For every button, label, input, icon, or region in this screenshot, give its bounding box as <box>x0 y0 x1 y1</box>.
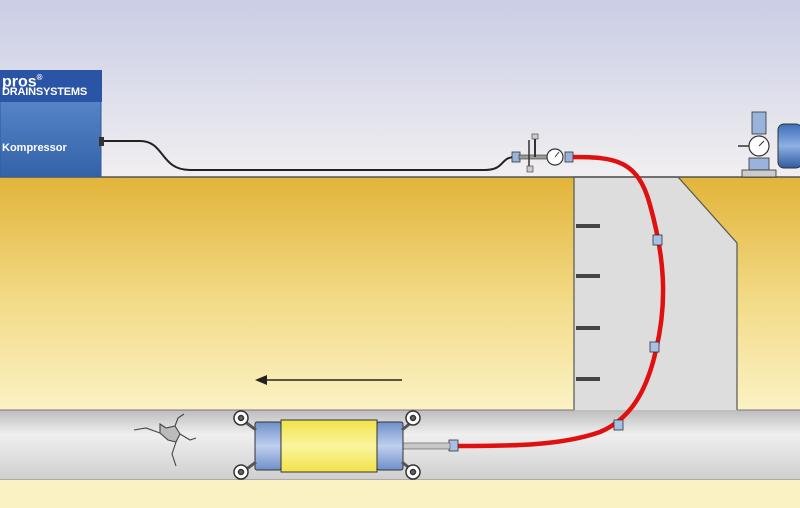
brand-name: pros® <box>2 70 43 90</box>
hose-coupling <box>448 439 459 452</box>
manhole-steps <box>576 224 600 381</box>
right-unit-base <box>748 157 770 171</box>
registered-mark: ® <box>36 73 43 82</box>
sky <box>0 0 800 177</box>
air-hose <box>100 140 516 171</box>
right-control-unit <box>738 111 800 178</box>
right-unit-post <box>751 111 767 135</box>
compressor-unit <box>0 100 102 178</box>
hose-coupling <box>652 234 663 246</box>
brand-subtitle: DRAINSYSTEMS <box>2 86 87 98</box>
packer-end-right <box>376 421 404 471</box>
pressure-gauge-icon <box>546 148 564 166</box>
valve-icon <box>511 133 574 173</box>
compressor-label: Kompressor <box>2 142 67 154</box>
brand-name-text: pros <box>2 73 37 91</box>
brand-logo: pros® DRAINSYSTEMS <box>0 70 102 102</box>
hose-coupling <box>613 419 624 431</box>
packer-end-left <box>254 421 282 471</box>
packer-wheels <box>233 410 421 480</box>
arrow-left-icon <box>255 375 402 385</box>
motor-unit <box>777 123 800 169</box>
ground-below-pipe <box>0 480 800 508</box>
hose-coupling <box>649 341 660 353</box>
compressor-outlet <box>99 137 104 146</box>
packer-assembly <box>254 419 404 473</box>
repair-liner <box>280 419 378 473</box>
packer-rod <box>401 442 451 450</box>
pipe-crack-icon <box>133 413 197 467</box>
right-unit-stand <box>741 169 777 178</box>
pressure-gauge-icon <box>748 135 770 157</box>
